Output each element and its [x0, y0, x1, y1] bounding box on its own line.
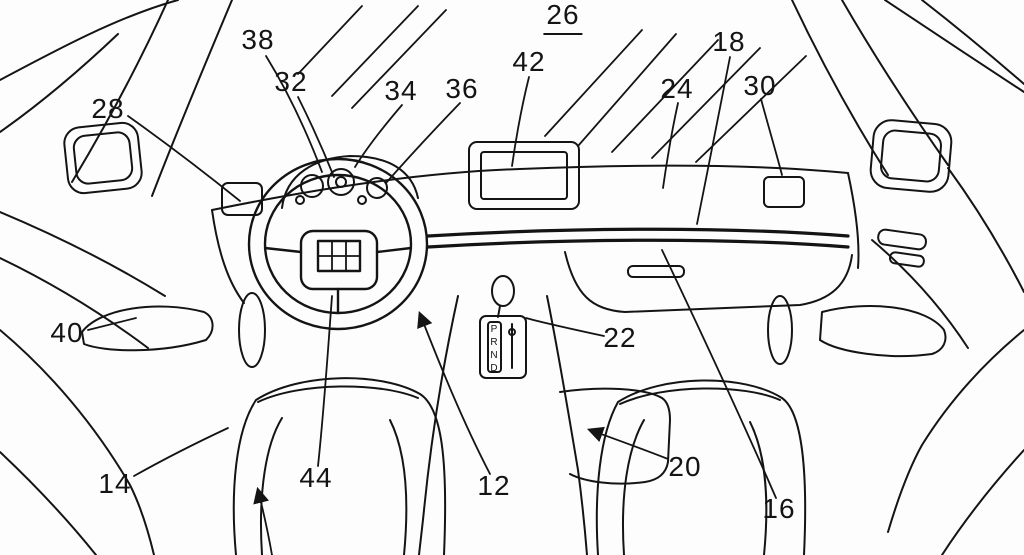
steering-wheel [247, 157, 429, 331]
center-armrest [559, 387, 671, 485]
leader-44 [317, 295, 333, 467]
gauge-left [300, 174, 324, 198]
right-armrest [819, 305, 947, 357]
ref-label-22: 22 [603, 322, 637, 353]
leader-14 [133, 427, 229, 477]
left-door [0, 211, 266, 555]
glovebox-handle [627, 265, 685, 278]
gauge-right [366, 177, 388, 199]
ref-label-40: 40 [50, 317, 84, 348]
center-console [418, 295, 671, 555]
right-door-trim [767, 295, 793, 365]
gear-letter-r: R [490, 337, 497, 348]
right-mirror [869, 119, 953, 193]
ref-label-24: 24 [660, 73, 694, 104]
ref-label-18: 18 [712, 26, 746, 57]
right-dash-vent [763, 176, 805, 208]
gear-shifter [479, 275, 527, 379]
leader-36 [385, 102, 461, 184]
leader-42 [511, 76, 530, 167]
leader-32 [297, 96, 335, 178]
dashboard [211, 164, 860, 313]
leader-24 [662, 102, 679, 189]
bottom-arrow [253, 486, 273, 555]
shift-knob [491, 275, 515, 307]
ref-label-12: 12 [477, 470, 511, 501]
right-door [767, 167, 1024, 555]
ref-label-42: 42 [512, 46, 546, 77]
ref-label-14: 14 [98, 468, 132, 499]
left-seat [232, 377, 447, 555]
ref-label-44: 44 [299, 462, 333, 493]
ref-label-16: 16 [762, 493, 796, 524]
left-door-trim [238, 292, 266, 368]
left-armrest [81, 305, 214, 352]
leader-38 [265, 55, 323, 173]
ref-label-32: 32 [274, 66, 308, 97]
instrument-cluster [281, 155, 419, 209]
gauge-center [327, 168, 355, 196]
steering-hub-airbag [299, 229, 379, 291]
ref-label-30: 30 [743, 70, 777, 101]
left-a-pillar [71, 0, 233, 197]
ref-label-38: 38 [241, 24, 275, 55]
figure-number-26: 26 [543, 0, 583, 35]
right-a-pillar [791, 0, 949, 176]
right-seat [595, 379, 807, 555]
leader-12 [417, 310, 491, 475]
ref-label-36: 36 [445, 73, 479, 104]
gear-letter-d: D [490, 363, 497, 374]
leader-34 [354, 104, 403, 168]
leader-28 [127, 115, 241, 202]
ref-label-20: 20 [668, 451, 702, 482]
leader-22 [525, 317, 605, 337]
left-mirror [63, 121, 143, 195]
leader-30 [760, 98, 783, 176]
leader-18 [696, 56, 731, 225]
leader-40 [87, 317, 137, 331]
ref-label-34: 34 [384, 75, 418, 106]
dash-trim-strip [426, 227, 850, 249]
gear-indicator-letters: P R N D [490, 324, 497, 374]
right-door-pull [877, 228, 927, 251]
gear-letter-p: P [491, 324, 498, 335]
ref-label-28: 28 [91, 93, 125, 124]
leader-lines [87, 55, 783, 555]
roof-lines [0, 0, 1024, 133]
windshield-hatching [297, 5, 807, 163]
leader-20 [586, 426, 669, 460]
gear-letter-n: N [490, 350, 497, 361]
leader-16 [661, 249, 777, 499]
center-display [468, 141, 580, 210]
